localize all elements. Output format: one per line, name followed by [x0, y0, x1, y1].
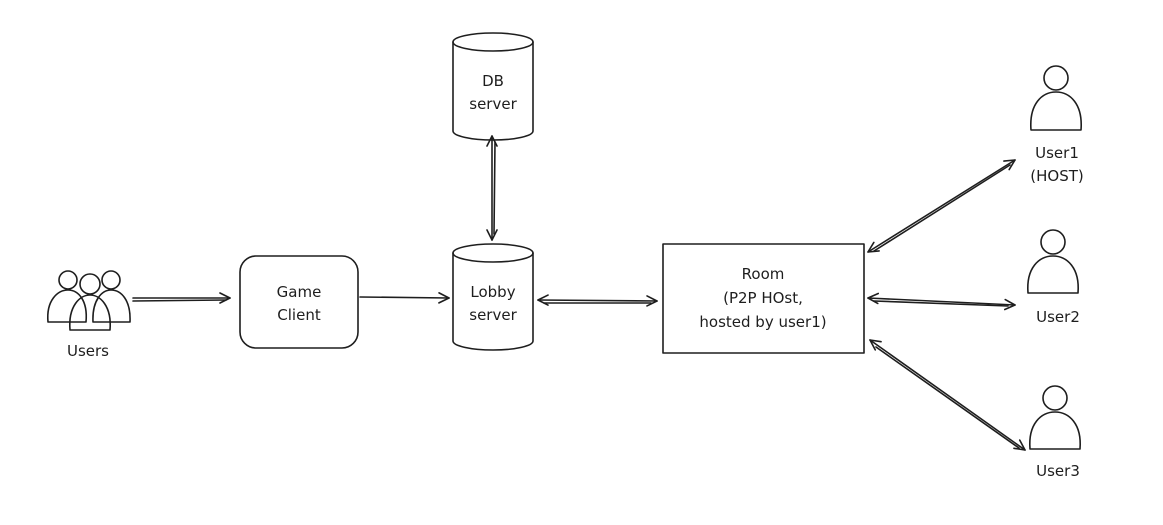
- game-client-box: [239, 255, 359, 349]
- edge-lobby-to-room: [537, 294, 658, 307]
- lobby-server-cylinder: [452, 243, 534, 351]
- edge-room-to-user1: [867, 159, 1016, 253]
- room-label-line1: Room: [742, 265, 785, 283]
- edge-room-to-user3: [869, 339, 1026, 451]
- game-client-label-line1: Game: [277, 283, 322, 301]
- user1-label-line2: (HOST): [1030, 167, 1083, 185]
- room-label-line2: (P2P HOst,: [723, 289, 803, 307]
- user3-label: User3: [1036, 462, 1080, 480]
- user2-person-icon: [1027, 229, 1079, 294]
- user3-person-icon: [1029, 385, 1081, 450]
- edge-users-to-game-client-sketch: [132, 299, 227, 302]
- room-box: [662, 243, 865, 354]
- edge-db-to-lobby-sketch: [493, 141, 496, 235]
- db-server-label-line2: server: [469, 95, 517, 113]
- lobby-server-label-line2: server: [469, 306, 517, 324]
- room-label-line3: hosted by user1): [699, 313, 826, 331]
- lobby-server-label-line1: Lobby: [470, 283, 515, 301]
- user1-person-icon: [1030, 65, 1082, 131]
- edge-game-client-to-lobby: [359, 292, 450, 304]
- edge-room-to-user1-sketch: [873, 164, 1011, 252]
- user1-label-line1: User1: [1035, 144, 1079, 162]
- edge-room-to-user2: [867, 292, 1016, 311]
- edge-room-to-user3-sketch: [875, 346, 1020, 449]
- users-group-icon: [47, 270, 131, 331]
- users-label: Users: [67, 342, 109, 360]
- user2-label: User2: [1036, 308, 1080, 326]
- game-client-label-line2: Client: [277, 306, 321, 324]
- db-server-label-line1: DB: [482, 72, 504, 90]
- edges: [132, 135, 1026, 451]
- edge-room-to-user2-sketch: [873, 300, 1009, 307]
